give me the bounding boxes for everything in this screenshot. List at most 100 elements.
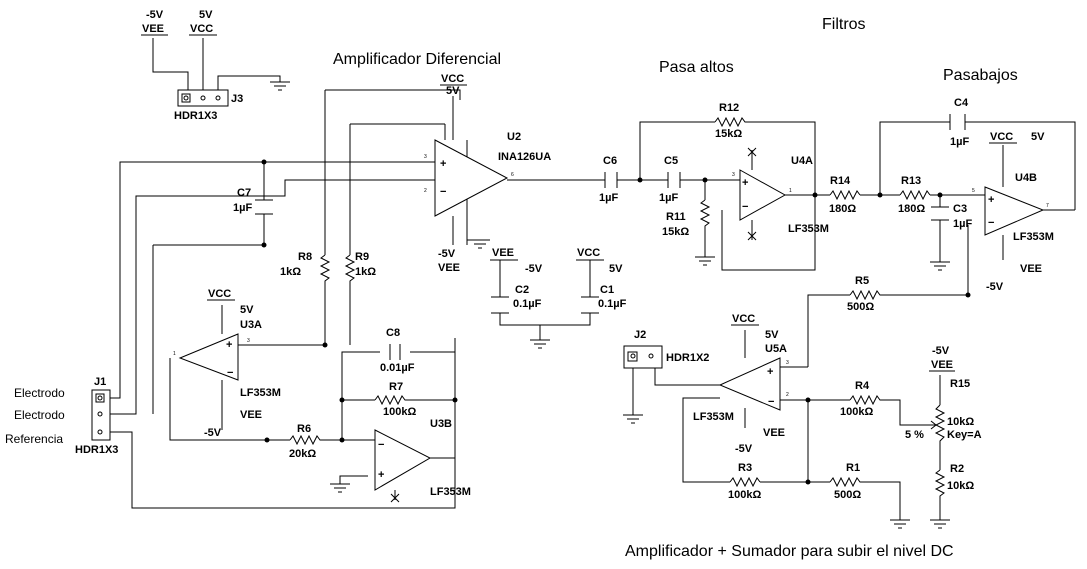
c7-ref: C7 (237, 187, 251, 199)
r15-key: Key=A (947, 429, 982, 441)
r9-value: 1kΩ (355, 266, 376, 278)
r9-ref: R9 (355, 251, 369, 263)
vee-decoupling-value: -5V (525, 263, 543, 275)
svg-text:+: + (440, 158, 446, 170)
c4-value: 1µF (950, 136, 969, 148)
u3b-ref: U3B (430, 418, 452, 430)
j3-vee-label: VEE (142, 23, 164, 35)
r15-percent: 5 % (905, 429, 924, 441)
u4b-minus5v: -5V (986, 281, 1004, 293)
svg-text:2: 2 (424, 188, 427, 194)
svg-text:3: 3 (786, 360, 789, 366)
u5a-part: LF353M (693, 411, 734, 423)
j3-vcc-label: VCC (190, 23, 213, 35)
ground-symbols (270, 81, 950, 529)
c3-ref: C3 (953, 203, 967, 215)
connector-j3 (177, 89, 229, 107)
r2-value: 10kΩ (947, 480, 974, 492)
r8-value: 1kΩ (280, 266, 301, 278)
u4a-part: LF353M (788, 223, 829, 235)
c1-value: 0.1µF (598, 298, 627, 310)
r11-value: 15kΩ (662, 226, 689, 238)
r3-ref: R3 (738, 462, 752, 474)
wires (110, 38, 1076, 520)
u4b-ref: U4B (1015, 172, 1037, 184)
j2-part: HDR1X2 (666, 352, 709, 364)
u5a-vcc: VCC (732, 313, 755, 325)
svg-text:7: 7 (1046, 203, 1049, 209)
svg-text:1: 1 (789, 188, 792, 194)
u3b-part: LF353M (430, 486, 471, 498)
u3a-vcc: VCC (208, 288, 231, 300)
u4b-vee: VEE (1020, 263, 1042, 275)
input-electrodo-2: Electrodo (14, 408, 65, 422)
input-referencia: Referencia (5, 432, 63, 446)
c2-ref: C2 (515, 284, 529, 296)
u2-part: INA126UA (498, 151, 551, 163)
r4-value: 100kΩ (840, 406, 873, 418)
svg-text:6: 6 (511, 172, 514, 178)
u4a-ref: U4A (791, 155, 813, 167)
u4b-vcc: VCC (990, 131, 1013, 143)
j2-ref: J2 (634, 329, 646, 341)
r8-ref: R8 (298, 251, 312, 263)
svg-text:1: 1 (173, 351, 176, 357)
title-pasabajos: Pasabajos (943, 67, 1018, 84)
r4-ref: R4 (855, 380, 870, 392)
u2-5v: 5V (446, 85, 460, 97)
svg-text:3: 3 (732, 172, 735, 178)
title-pasa-altos: Pasa altos (659, 59, 734, 76)
u5a-vee: VEE (763, 427, 785, 439)
u5a-ref: U5A (765, 343, 787, 355)
connector-j2 (623, 345, 663, 369)
u5a-minus5v: -5V (735, 443, 753, 455)
svg-text:5: 5 (972, 188, 975, 194)
no-connect-marks (390, 147, 757, 503)
c7-value: 1µF (233, 202, 252, 214)
c8-value: 0.01µF (380, 362, 415, 374)
c2-value: 0.1µF (513, 298, 542, 310)
svg-text:3: 3 (247, 338, 250, 344)
c6-value: 1µF (599, 192, 618, 204)
vee-decoupling-label: VEE (492, 247, 514, 259)
svg-text:−: − (768, 396, 774, 408)
title-sumador: Amplificador + Sumador para subir el niv… (625, 543, 954, 560)
r6-value: 20kΩ (289, 448, 316, 460)
potentiometer-arrow-icon (926, 420, 937, 430)
c6-ref: C6 (603, 155, 617, 167)
title-amplificador-diferencial: Amplificador Diferencial (333, 51, 501, 68)
svg-text:+: + (767, 366, 773, 378)
opamp-u3b: − + (374, 429, 432, 491)
r14-value: 180Ω (829, 203, 856, 215)
opamp-u2: + − 3 2 6 (424, 139, 514, 217)
c5-ref: C5 (664, 155, 678, 167)
r7-ref: R7 (389, 381, 403, 393)
opamp-u5a: + − 3 2 (718, 357, 789, 411)
svg-text:3: 3 (424, 154, 427, 160)
j3-vcc-value: 5V (199, 9, 213, 21)
c8-ref: C8 (386, 327, 400, 339)
u5a-5v: 5V (765, 329, 779, 341)
r14-ref: R14 (830, 175, 851, 187)
svg-text:+: + (378, 469, 384, 481)
svg-text:−: − (988, 217, 994, 229)
title-filtros: Filtros (822, 16, 866, 33)
u3a-part: LF353M (240, 387, 281, 399)
r1-value: 500Ω (834, 489, 861, 501)
r3-value: 100kΩ (728, 489, 761, 501)
r7-value: 100kΩ (383, 406, 416, 418)
j3-ref: J3 (231, 93, 243, 105)
r12-value: 15kΩ (715, 128, 742, 140)
c1-ref: C1 (600, 284, 614, 296)
u2-minus5v: -5V (438, 248, 456, 260)
r2-ref: R2 (950, 463, 964, 475)
resistors (289, 116, 946, 500)
c4-ref: C4 (954, 97, 969, 109)
svg-text:−: − (742, 201, 748, 213)
connector-j1 (91, 389, 111, 441)
r5-ref: R5 (855, 275, 869, 287)
u2-ref: U2 (507, 131, 521, 143)
j1-ref: J1 (94, 376, 106, 388)
opamp-u4a: + − 3 1 (732, 169, 792, 221)
